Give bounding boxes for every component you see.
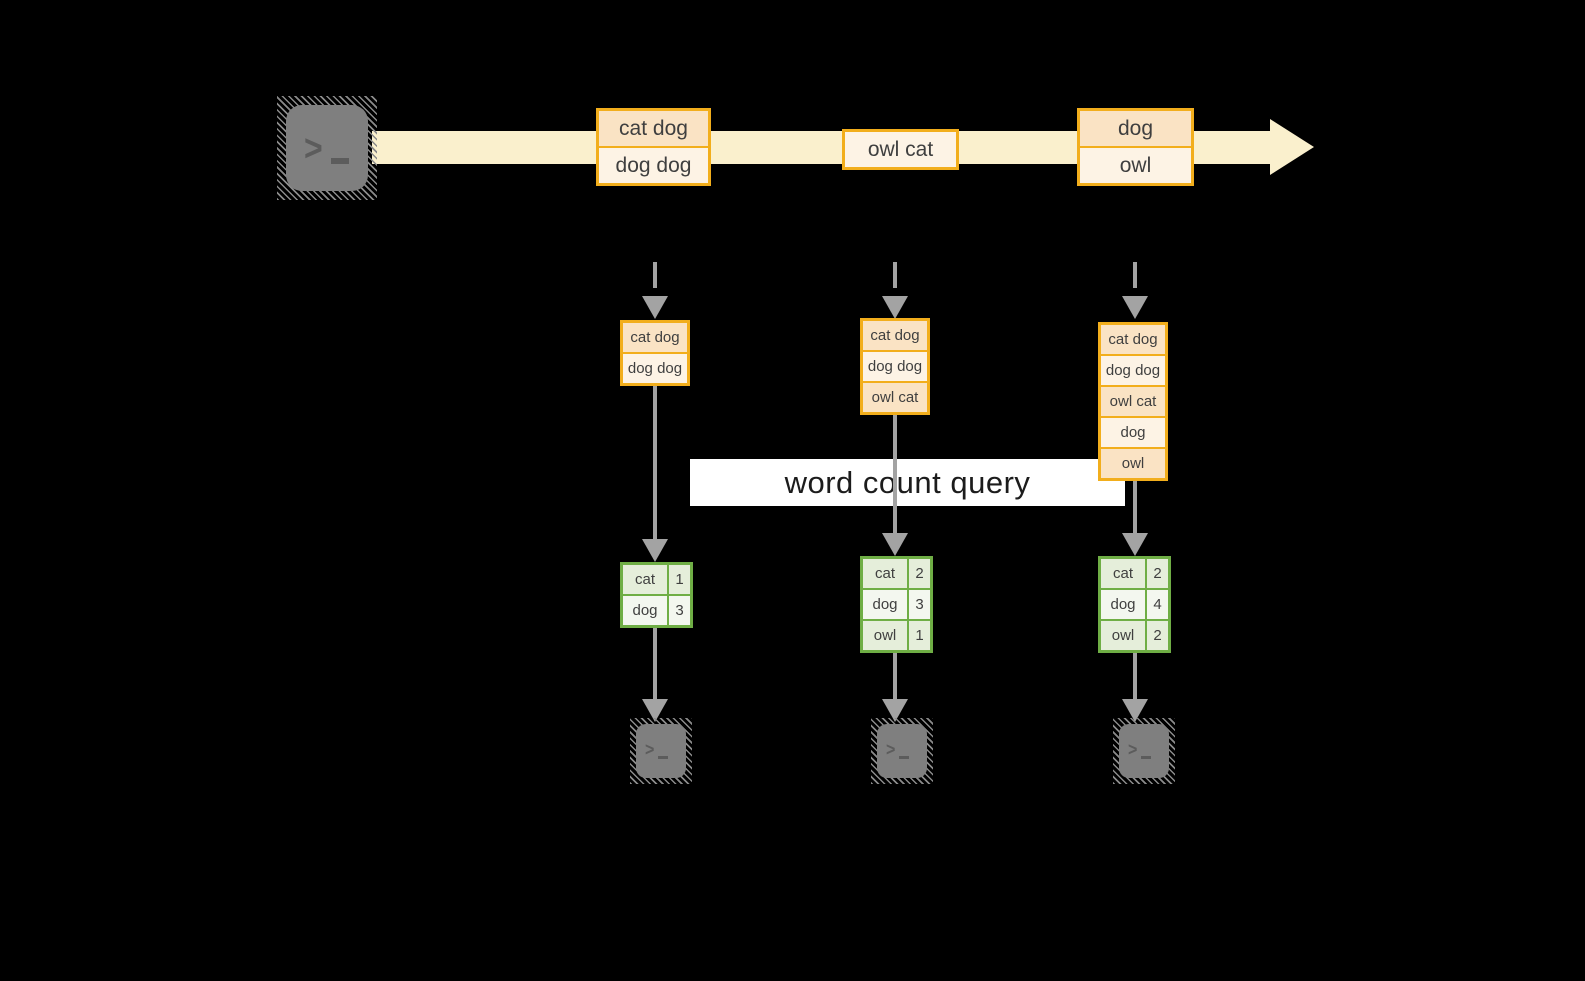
terminal-icon-body: > — [877, 724, 927, 778]
count-cell: 2 — [1147, 621, 1168, 650]
dashed-arrow-segment — [893, 262, 897, 288]
state-row: dog dog — [863, 350, 927, 381]
flow-arrow-line — [893, 415, 897, 534]
state-row: dog dog — [623, 352, 687, 383]
terminal-source-icon: > — [277, 96, 377, 200]
state-row: owl cat — [863, 381, 927, 412]
count-cell: 3 — [669, 596, 690, 625]
stream-event-box-3: dog owl — [1077, 108, 1194, 186]
flow-arrow-line — [1133, 650, 1137, 700]
flow-arrow-head — [882, 699, 908, 722]
word-cell: cat — [623, 565, 667, 594]
word-cell: dog — [623, 596, 667, 625]
terminal-prompt-chevron-icon: > — [1128, 740, 1138, 761]
dashed-arrow-head — [642, 296, 668, 319]
terminal-icon-body: > — [1119, 724, 1169, 778]
event-row: dog — [1080, 111, 1191, 146]
word-count-table-2: cat 2 dog 3 owl 1 — [860, 556, 933, 653]
word-cell: dog — [1101, 590, 1145, 619]
flow-arrow-head — [882, 533, 908, 556]
word-cell: cat — [863, 559, 907, 588]
state-row: cat dog — [1101, 325, 1165, 354]
terminal-icon-body: > — [286, 105, 368, 191]
flow-arrow-line — [1133, 481, 1137, 534]
word-cell: cat — [1101, 559, 1145, 588]
terminal-prompt-chevron-icon: > — [886, 740, 896, 761]
count-cell: 4 — [1147, 590, 1168, 619]
count-cell: 3 — [909, 590, 930, 619]
dashed-arrow-segment — [653, 262, 657, 288]
terminal-icon-body: > — [636, 724, 686, 778]
flow-arrow-line — [893, 650, 897, 700]
word-cell: owl — [863, 621, 907, 650]
word-count-table-3: cat 2 dog 4 owl 2 — [1098, 556, 1171, 653]
state-row: owl — [1101, 447, 1165, 478]
flow-arrow-line — [653, 626, 657, 700]
count-cell: 1 — [669, 565, 690, 594]
state-box-3: cat dog dog dog owl cat dog owl — [1098, 322, 1168, 481]
state-box-1: cat dog dog dog — [620, 320, 690, 386]
stream-timeline-arrowhead — [1270, 119, 1314, 175]
terminal-sink-icon: > — [1113, 718, 1175, 784]
terminal-prompt-cursor-icon — [1141, 756, 1152, 759]
terminal-prompt-cursor-icon — [899, 756, 910, 759]
state-row: dog dog — [1101, 354, 1165, 385]
terminal-prompt-cursor-icon — [658, 756, 669, 759]
flow-arrow-head — [642, 699, 668, 722]
state-row: dog — [1101, 416, 1165, 447]
terminal-prompt-cursor-icon — [330, 158, 349, 164]
word-cell: owl — [1101, 621, 1145, 650]
flow-arrow-head — [642, 539, 668, 562]
word-count-query-banner: word count query — [690, 459, 1125, 506]
dashed-arrow-head — [882, 296, 908, 319]
count-cell: 2 — [909, 559, 930, 588]
state-row: owl cat — [1101, 385, 1165, 416]
flow-arrow-line — [653, 386, 657, 540]
state-row: cat dog — [623, 323, 687, 352]
word-cell: dog — [863, 590, 907, 619]
terminal-prompt-chevron-icon: > — [304, 126, 323, 169]
stream-event-box-2: owl cat — [842, 129, 959, 170]
event-row: dog dog — [599, 146, 708, 183]
flow-arrow-head — [1122, 533, 1148, 556]
state-row: cat dog — [863, 321, 927, 350]
count-cell: 2 — [1147, 559, 1168, 588]
event-row: owl cat — [845, 132, 956, 167]
state-box-2: cat dog dog dog owl cat — [860, 318, 930, 415]
word-count-table-1: cat 1 dog 3 — [620, 562, 693, 628]
event-row: owl — [1080, 146, 1191, 183]
flow-arrow-head — [1122, 699, 1148, 722]
count-cell: 1 — [909, 621, 930, 650]
dashed-arrow-segment — [1133, 262, 1137, 288]
event-row: cat dog — [599, 111, 708, 146]
terminal-sink-icon: > — [630, 718, 692, 784]
dashed-arrow-head — [1122, 296, 1148, 319]
stream-event-box-1: cat dog dog dog — [596, 108, 711, 186]
terminal-prompt-chevron-icon: > — [645, 740, 655, 761]
terminal-sink-icon: > — [871, 718, 933, 784]
